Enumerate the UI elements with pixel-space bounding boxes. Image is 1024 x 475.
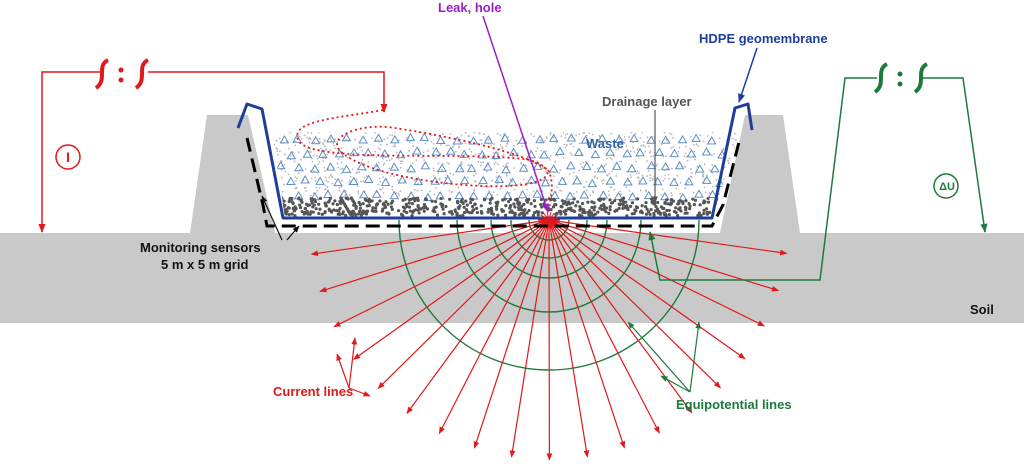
sensors-label-line1: Monitoring sensors <box>140 240 261 255</box>
sensors-label-line2: 5 m x 5 m grid <box>161 257 248 272</box>
drainage-layer-label: Drainage layer <box>602 94 692 109</box>
geomembrane-label: HDPE geomembrane <box>699 31 828 46</box>
equip-label-arrow-1 <box>628 322 690 392</box>
waste-fill <box>265 120 755 230</box>
current-i-label: I <box>66 149 70 165</box>
left-berm <box>190 115 275 233</box>
voltmeter-symbol-icon <box>875 64 927 92</box>
current-lines-label: Current lines <box>273 384 353 399</box>
waste-label: Waste <box>586 136 624 151</box>
equip-label-arrow-2 <box>690 322 699 392</box>
current-label-arrow-2 <box>337 354 349 388</box>
geomembrane-pointer-arrow <box>739 48 757 102</box>
equip-label-arrow-3 <box>661 376 690 392</box>
current-label-arrow-1 <box>349 338 355 388</box>
current-source-symbol-icon <box>96 60 148 88</box>
voltage-du-label: ΔU <box>939 181 955 193</box>
equipotential-lines-label: Equipotential lines <box>676 397 792 412</box>
soil-label: Soil <box>970 302 994 317</box>
leak-label: Leak, hole <box>438 0 502 15</box>
